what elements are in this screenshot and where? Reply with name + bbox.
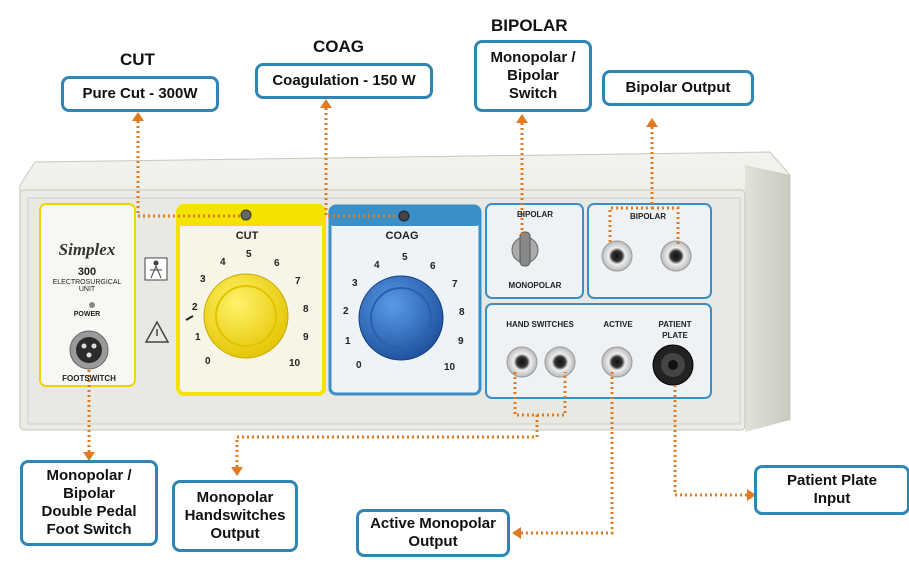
footswitch-label: FOOTSWITCH — [62, 374, 116, 383]
cut-heading: CUT — [120, 50, 155, 69]
callout-text: Input — [813, 490, 851, 507]
cut-dial-label: CUT — [235, 230, 259, 242]
brand-logo: Simplex — [58, 240, 116, 259]
warning-icon — [144, 320, 170, 343]
unit-line: UNIT — [78, 286, 96, 293]
callout-text: Handswitches — [184, 507, 286, 524]
callout-text: Monopolar / — [46, 467, 132, 484]
patient-label: PATIENT — [658, 320, 692, 329]
callout-text: Bipolar — [63, 485, 115, 502]
callout-text: Patient Plate — [786, 472, 878, 489]
bipolar-output-panel — [587, 203, 712, 299]
cut-dial-6: 6 — [274, 258, 280, 269]
cut-dial-10: 10 — [289, 358, 301, 369]
callout-mode-switch: Monopolar / Bipolar Switch — [474, 40, 592, 112]
switch-bipolar-label: BIPOLAR — [517, 210, 553, 219]
unit-line: ELECTROSURGICAL — [52, 279, 122, 286]
callout-coagulation: Coagulation - 150 W — [255, 63, 433, 99]
coag-dial-0: 0 — [356, 360, 362, 371]
handswitch-jack-2[interactable] — [544, 346, 576, 378]
callout-text: Bipolar — [507, 67, 559, 84]
handswitch-jack-1[interactable] — [506, 346, 538, 378]
coag-dial-5: 5 — [402, 252, 408, 263]
callout-pure-cut: Pure Cut - 300W — [61, 76, 219, 112]
cut-dial-5: 5 — [246, 249, 252, 260]
callout-text: Monopolar / — [490, 49, 576, 66]
patient-icon — [144, 257, 168, 281]
coag-dial-10: 10 — [444, 362, 456, 373]
coag-dial-9: 9 — [458, 336, 464, 347]
callout-active-output: Active Monopolar Output — [356, 509, 510, 557]
cut-dial-4: 4 — [220, 257, 226, 268]
coag-dial-label: COAG — [385, 230, 419, 242]
monopolar-output-panel — [485, 303, 712, 399]
callout-patient-plate: Patient Plate Input — [754, 465, 909, 515]
switch-monopolar-label: MONOPOLAR — [508, 281, 562, 290]
callout-text: Double Pedal — [41, 503, 137, 520]
power-label: POWER — [73, 311, 101, 318]
coag-dial-4: 4 — [374, 260, 380, 271]
device-side — [745, 165, 790, 432]
callout-text: Output — [210, 525, 260, 542]
arrow-heads — [83, 99, 756, 539]
bipolar-section-label: BIPOLAR — [630, 212, 666, 221]
cut-dial-8: 8 — [303, 304, 309, 315]
callout-text: Output — [408, 533, 458, 550]
bipolar-heading: BIPOLAR — [491, 16, 568, 35]
callout-text: Active Monopolar — [370, 515, 496, 532]
callout-handswitches: Monopolar Handswitches Output — [172, 480, 298, 552]
bipolar-jack-left[interactable] — [601, 240, 633, 272]
model-number: 300 — [77, 266, 97, 278]
cut-dial-9: 9 — [303, 332, 309, 343]
cut-indicator — [240, 209, 252, 221]
callout-text: Foot Switch — [46, 521, 132, 538]
active-jack[interactable] — [601, 346, 633, 378]
coag-dial-1: 1 — [345, 336, 351, 347]
coag-dial-7: 7 — [452, 279, 458, 290]
coag-dial-3: 3 — [352, 278, 358, 289]
cut-dial-7: 7 — [295, 276, 301, 287]
callout-foot-switch: Monopolar / Bipolar Double Pedal Foot Sw… — [20, 460, 158, 546]
callout-bipolar-output: Bipolar Output — [602, 70, 754, 106]
power-led — [89, 302, 95, 308]
callout-text: Monopolar — [196, 489, 274, 506]
cut-dial-3: 3 — [200, 274, 206, 285]
cut-dial-2: 2 — [192, 302, 198, 313]
leader-lines — [87, 103, 750, 535]
coag-indicator — [398, 210, 410, 222]
coag-dial-8: 8 — [459, 307, 465, 318]
cut-dial-1: 1 — [195, 332, 201, 343]
coag-dial-6: 6 — [430, 261, 436, 272]
coag-heading: COAG — [313, 37, 364, 56]
coag-dial-2: 2 — [343, 306, 349, 317]
cut-dial-0: 0 — [205, 356, 211, 367]
monopolar-bipolar-toggle[interactable] — [519, 231, 531, 267]
hand-switches-label: HAND SWITCHES — [506, 320, 574, 329]
active-label: ACTIVE — [603, 320, 633, 329]
unit-text: ELECTROSURGICAL UNIT — [46, 279, 128, 293]
callout-text: Switch — [508, 85, 558, 102]
plate-label: PLATE — [662, 331, 688, 340]
bipolar-jack-right[interactable] — [660, 240, 692, 272]
